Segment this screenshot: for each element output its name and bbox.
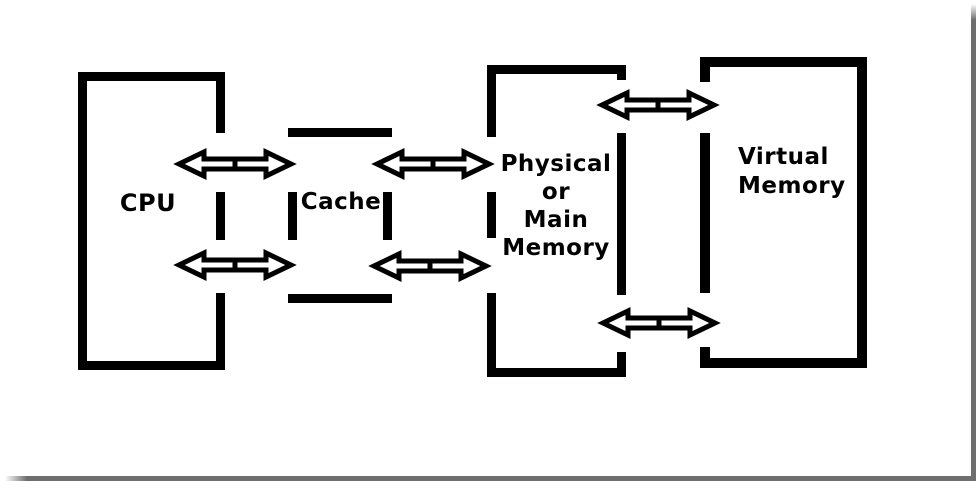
frame-shadow-bottom [5, 476, 976, 481]
box-edge-segment [78, 72, 225, 81]
physical-memory-label: Physical or Main Memory [492, 150, 620, 262]
arrow-cpu-cache-upper [179, 152, 291, 176]
physical-memory-box [487, 65, 626, 377]
virtual-memory-box [700, 57, 867, 368]
box-edge-segment [617, 352, 626, 377]
box-edge-segment [216, 293, 225, 370]
arrow-physical-virtual-upper [602, 93, 714, 117]
virtual-label-line-2: Memory [738, 173, 846, 199]
box-edge-segment [216, 192, 225, 240]
box-edge-segment [700, 57, 867, 67]
box-edge-segment [700, 57, 710, 82]
physical-label-line-3: Main [523, 207, 589, 233]
box-edge-segment [487, 65, 496, 137]
box-edge-segment [617, 65, 626, 80]
frame-shadow-right [971, 4, 976, 481]
cache-box [288, 128, 392, 303]
box-edge-segment [78, 72, 87, 370]
box-edge-segment [383, 192, 392, 240]
box-edge-segment [487, 192, 496, 238]
physical-label-line-2: or [541, 179, 571, 205]
arrow-cache-physical-upper [377, 152, 489, 176]
cpu-label: CPU [119, 189, 177, 217]
box-edge-segment [216, 72, 225, 133]
box-edge-segment [857, 57, 867, 368]
box-edge-segment [700, 347, 710, 368]
box-edge-segment [78, 361, 225, 370]
box-edge-segment [700, 358, 867, 368]
cpu-box [78, 72, 225, 370]
box-edge-segment [487, 293, 496, 377]
physical-label-line-4: Memory [502, 235, 610, 261]
arrow-physical-virtual-lower [603, 311, 715, 335]
box-edge-segment [700, 133, 710, 293]
physical-label-line-1: Physical [500, 151, 612, 177]
box-edge-segment [288, 192, 297, 240]
box-edge-segment [288, 294, 392, 303]
arrow-cache-physical-lower [374, 254, 486, 278]
box-edge-segment [617, 133, 626, 295]
virtual-memory-label: Virtual Memory [738, 143, 846, 201]
box-edge-segment [288, 128, 392, 137]
virtual-label-line-1: Virtual [738, 144, 829, 170]
cache-label: Cache [300, 189, 382, 215]
box-edge-segment [487, 65, 626, 74]
box-edge-segment [487, 368, 626, 377]
arrow-cpu-cache-lower [179, 253, 291, 277]
